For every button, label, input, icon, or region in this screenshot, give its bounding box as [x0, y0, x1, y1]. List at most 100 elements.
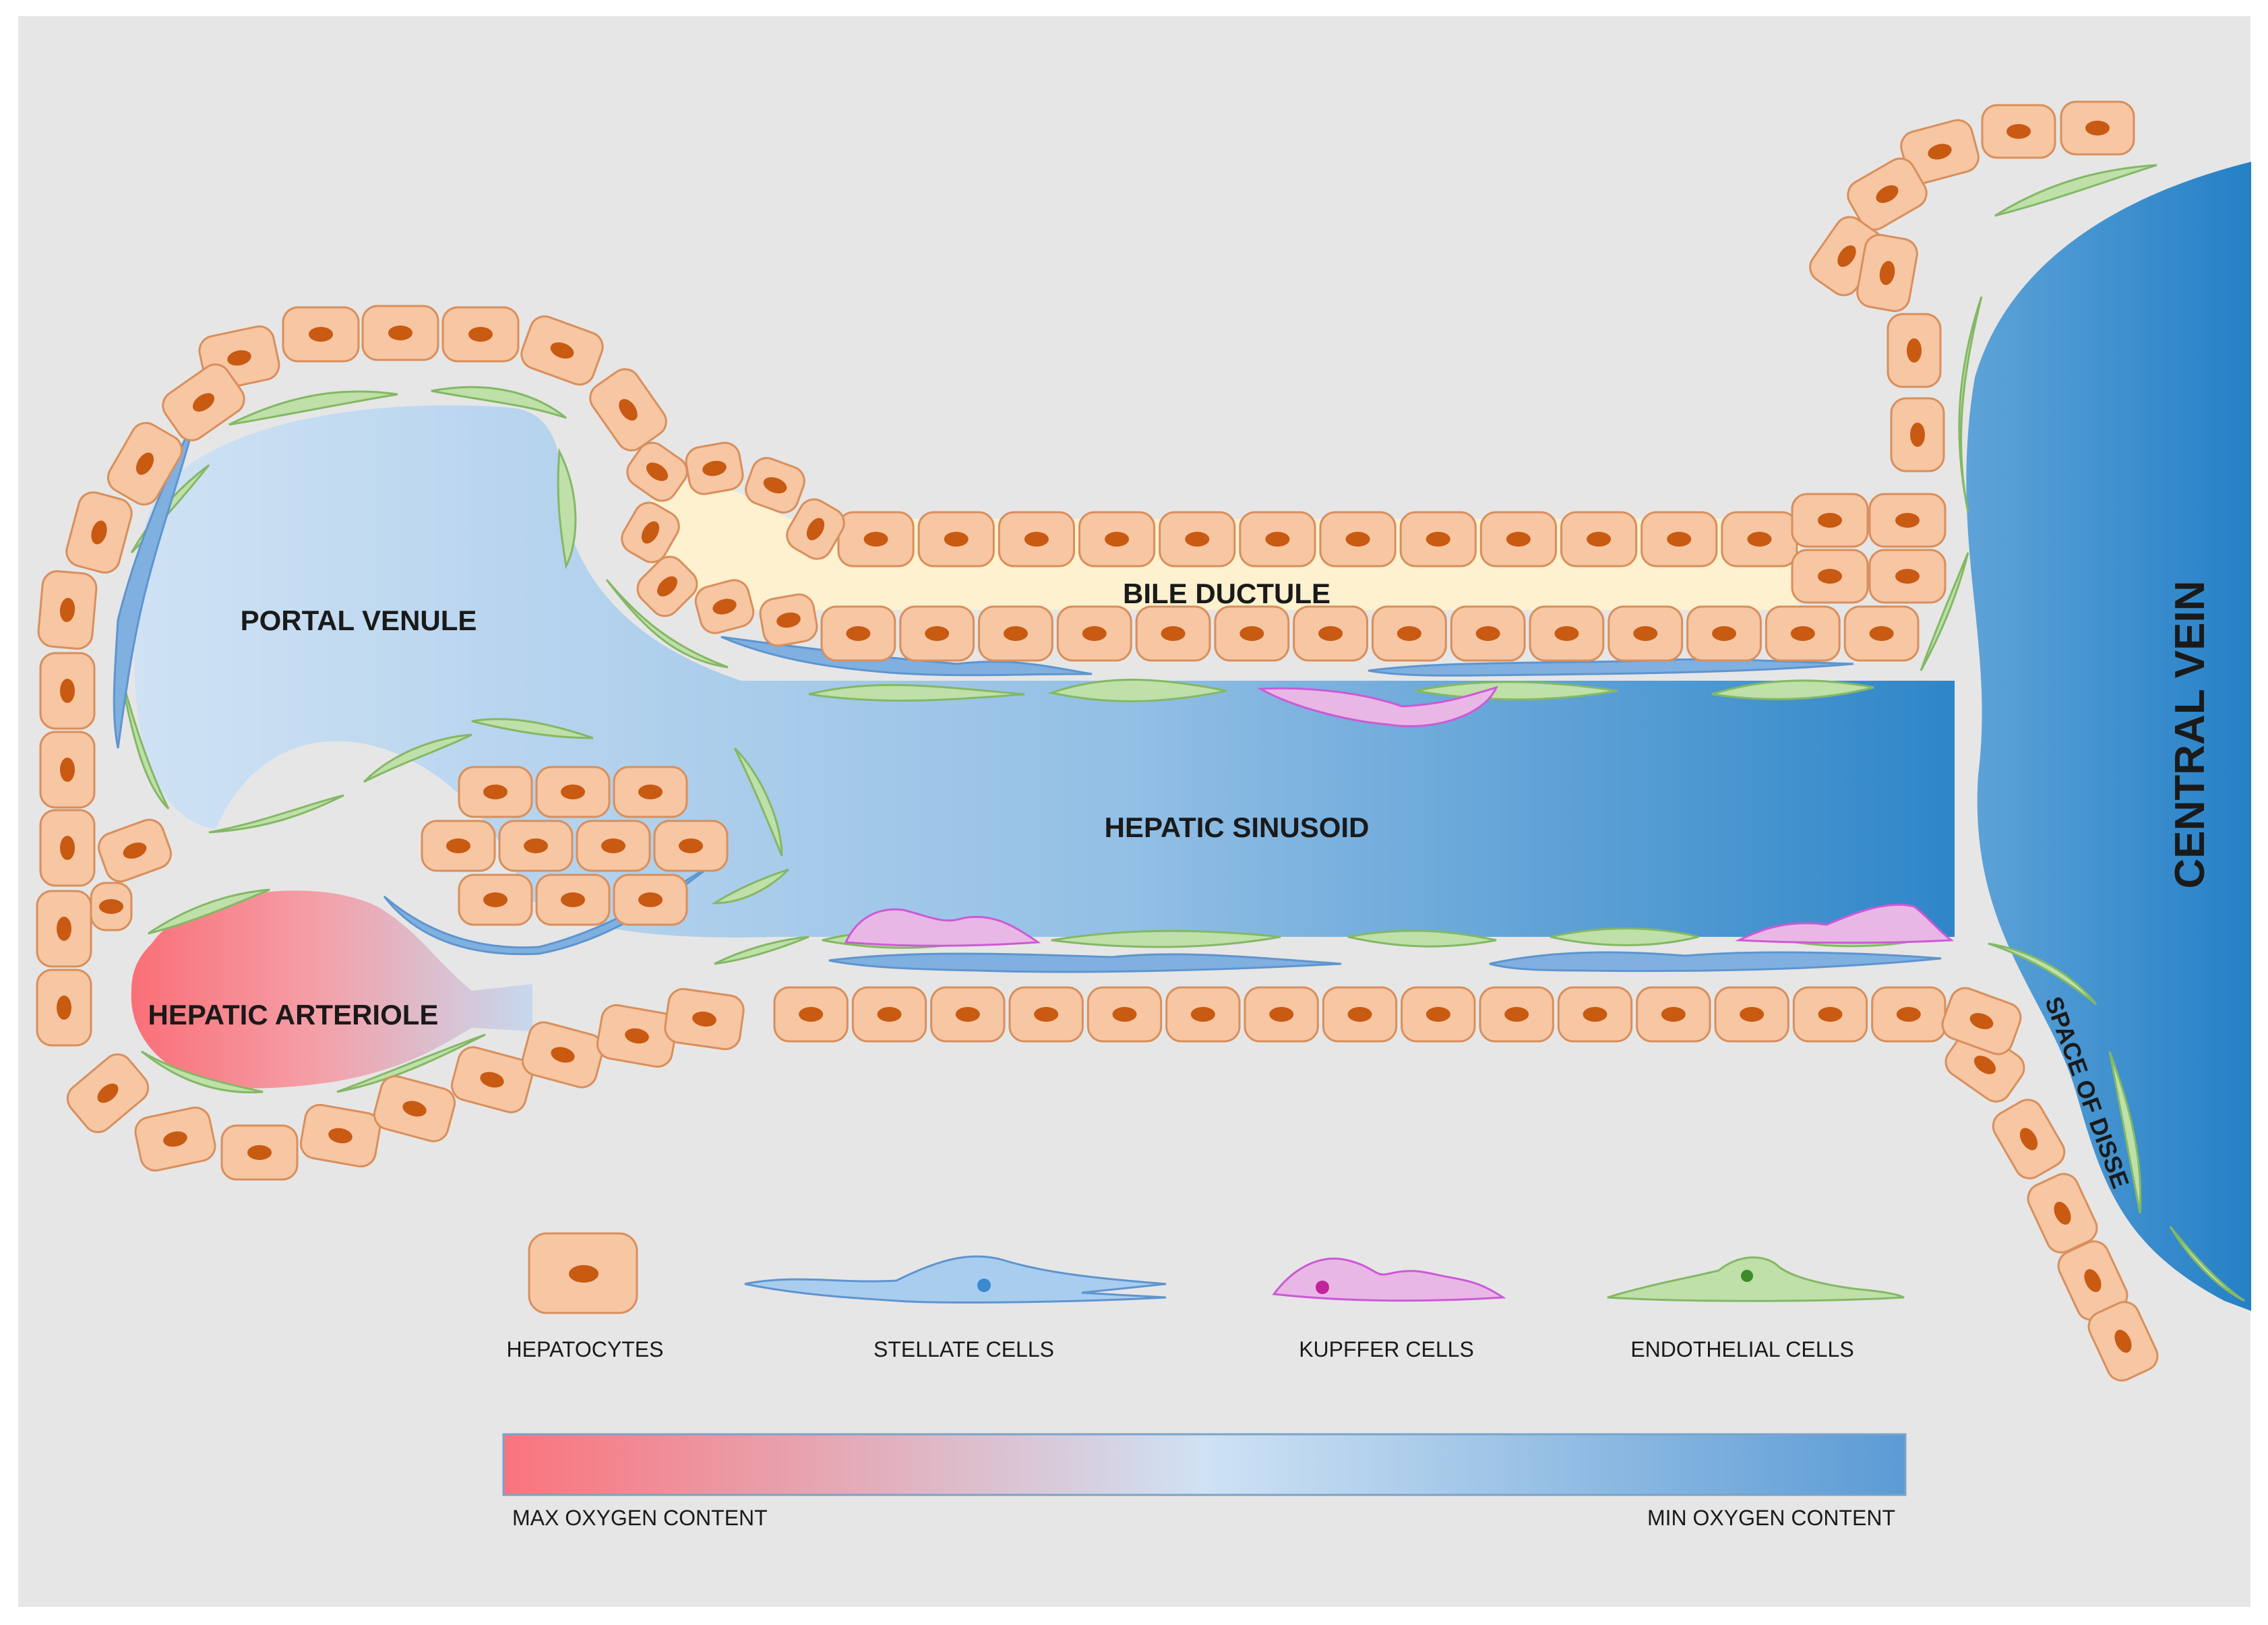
hepatocyte-cell	[1214, 605, 1290, 662]
endothelial-cell	[2169, 1226, 2245, 1302]
min-oxygen-label: MIN OXYGEN CONTENT	[1647, 1506, 1895, 1530]
hepatocyte-cell	[282, 306, 360, 363]
legend-stellate-icon	[744, 1255, 1167, 1304]
endothelial-cell	[228, 390, 398, 426]
hepatocyte-cell	[65, 491, 133, 574]
hepatocyte-cell	[1479, 986, 1554, 1043]
hepatocyte-cell	[2027, 1173, 2098, 1254]
endothelial-cell	[431, 386, 567, 419]
hepatocyte-cell	[1244, 986, 1319, 1043]
hepatocyte-cell	[37, 570, 98, 650]
endothelial-cell	[1051, 929, 1281, 948]
hepatocyte-cell	[535, 873, 611, 926]
hepatocyte-cell	[36, 890, 92, 968]
hepatocyte-cell	[1843, 605, 1920, 662]
hepatocyte-cell	[2087, 1301, 2159, 1382]
hepatocyte-cell	[2060, 100, 2135, 156]
hepatocyte-cell	[1239, 511, 1316, 568]
hepatocyte-cell	[1791, 549, 1869, 604]
portal-venule-label: PORTAL VENULE	[241, 605, 477, 636]
hepatocyte-cell	[450, 1046, 534, 1113]
legend-hepatocyte-icon	[528, 1232, 638, 1314]
hepatocyte-cell	[1890, 397, 1945, 472]
hepatocyte-cell	[930, 986, 1006, 1043]
hepatocyte-cell	[36, 969, 92, 1047]
hepatocyte-cell	[786, 498, 845, 560]
hepatocyte-cell	[1557, 986, 1633, 1043]
endothelial-cell	[1347, 929, 1497, 948]
stellate-cell	[113, 417, 197, 749]
hepatocyte-cell	[1887, 313, 1942, 388]
hepatocyte-cell	[694, 579, 755, 634]
endothelial-cell	[148, 888, 270, 935]
hepatocyte-cell	[373, 1075, 456, 1142]
hepatocyte-cell	[664, 987, 745, 1051]
endothelial-cell	[1988, 942, 2097, 1006]
hepatocyte-cell	[1008, 986, 1084, 1043]
hepatocyte-cell	[98, 818, 172, 883]
hepatocyte-cell	[759, 593, 818, 647]
hepatocyte-cell	[1401, 986, 1476, 1043]
hepatocyte-cell	[1319, 511, 1397, 568]
hepatocyte-cell	[520, 315, 604, 386]
endothelial-cell	[141, 1050, 264, 1094]
hepatocyte-cell	[621, 501, 680, 563]
legend-kupffer-label: KUPFFER CELLS	[1299, 1337, 1474, 1361]
hepatocyte-cell	[1636, 986, 1711, 1043]
hepatocyte-cell	[1086, 986, 1163, 1043]
hepatocyte-cell	[1056, 605, 1132, 662]
endothelial-cell	[557, 448, 577, 570]
endothelial-cell	[733, 747, 783, 857]
central-vein	[1966, 162, 2251, 1311]
hepatocyte-cell	[1686, 605, 1762, 662]
hepatocyte-cell	[1078, 511, 1156, 568]
hepatocyte-cell	[39, 731, 96, 809]
hepatocyte-cell	[653, 820, 729, 872]
hepatocyte-cell	[978, 605, 1053, 662]
hepatocyte-cell	[1560, 511, 1638, 568]
legend-kupffer-icon	[1272, 1257, 1506, 1302]
hepatocyte-cell	[498, 820, 574, 872]
stellate-cell	[828, 952, 1342, 973]
hepatocyte-cell	[421, 820, 496, 872]
endothelial-cell	[1711, 679, 1874, 700]
hepatic-arteriole	[131, 890, 532, 1089]
hepatocyte-layer	[36, 100, 2159, 1382]
hepatocyte-cell	[1479, 511, 1558, 568]
hepatocyte-cell	[299, 1103, 381, 1168]
hepatocyte-cell	[1293, 605, 1369, 662]
legend-hepatocytes-label: HEPATOCYTES	[507, 1337, 664, 1361]
endothelial-cell	[1958, 296, 1983, 513]
endothelial-cell	[208, 794, 344, 834]
hepatocyte-cell	[1856, 234, 1918, 312]
hepatocyte-cell	[613, 766, 688, 818]
endothelial-cell	[1550, 927, 1699, 946]
hepatocyte-cell	[1450, 605, 1526, 662]
hepatocyte-cell	[220, 1124, 299, 1181]
hepatocyte-cell	[361, 305, 439, 361]
hepatocyte-cell	[535, 766, 611, 818]
endothelial-cell	[714, 936, 809, 965]
oxygen-gradient-bar	[502, 1433, 1907, 1496]
hepatocyte-cell	[1981, 104, 2056, 159]
endothelial-cell	[1920, 552, 1969, 671]
stellate-cell	[1489, 951, 1942, 973]
hepatocyte-cell	[1847, 157, 1928, 231]
hepatocyte-cell	[589, 368, 667, 452]
hepatic-sinusoid-label: HEPATIC SINUSOID	[1105, 811, 1370, 843]
hepatocyte-cell	[66, 1053, 150, 1134]
hepatocyte-cell	[1992, 1099, 2066, 1179]
kupffer-cell	[1256, 685, 1498, 727]
kupffer-cell-layer	[844, 685, 1955, 947]
hepatocyte-cell	[90, 882, 133, 931]
endothelial-cell	[117, 663, 170, 810]
hepatocyte-cell	[1868, 549, 1947, 604]
hepatocyte-cell	[1607, 605, 1684, 662]
hepatocyte-cell	[1765, 605, 1841, 662]
hepatocyte-cell	[1159, 511, 1236, 568]
hepatocyte-cell	[613, 873, 688, 926]
hepatocyte-cell	[458, 873, 533, 926]
endothelial-cell	[710, 868, 790, 905]
hepatocyte-cell	[1371, 605, 1447, 662]
hepatocyte-cell	[1792, 986, 1868, 1043]
